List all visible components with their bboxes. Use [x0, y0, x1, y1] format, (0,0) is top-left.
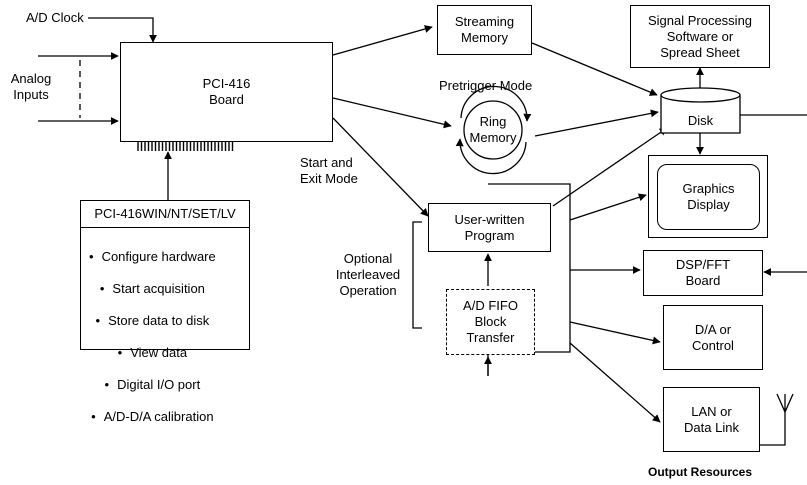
optional-operation-label: Optional Interleaved Operation	[335, 251, 401, 298]
lan-link-box: LAN or Data Link	[663, 387, 760, 452]
pci-board: PCI-416 Board	[120, 42, 333, 142]
signal-processing-box: Signal Processing Software or Spread She…	[630, 5, 770, 68]
optional-bracket	[412, 221, 422, 329]
software-divider	[81, 227, 249, 228]
graphics-display-frame: Graphics Display	[648, 155, 768, 238]
analog-inputs-label: Analog Inputs	[10, 71, 52, 102]
feature-item: View data	[89, 345, 216, 361]
ring-memory-circle	[463, 100, 523, 160]
ring-to-disk-arrow	[534, 109, 659, 137]
streaming-to-disk-arrow	[531, 42, 658, 96]
software-title: PCI-416WIN/NT/SET/LV	[94, 206, 236, 221]
graphics-display-screen: Graphics Display	[657, 164, 760, 230]
da-control-box: D/A or Control	[663, 305, 763, 370]
user-program-box: User-written Program	[428, 203, 551, 252]
program-to-disk-arrow	[552, 127, 668, 207]
frame-to-graphics-arrow	[569, 193, 647, 221]
disk-label: Disk	[687, 113, 714, 128]
pretrigger-mode-label: Pretrigger Mode	[439, 78, 533, 93]
software-box: PCI-416WIN/NT/SET/LV Configure hardware …	[80, 200, 250, 424]
ad-clock-arrow	[88, 17, 157, 43]
software-feature-list: Configure hardware Start acquisition Sto…	[89, 233, 216, 441]
frame-to-lan-arrow	[569, 342, 661, 423]
feature-item: Store data to disk	[89, 313, 216, 329]
board-to-streaming-arrow	[332, 25, 433, 56]
antenna-icon	[776, 393, 794, 414]
feature-item: Configure hardware	[89, 249, 216, 265]
output-resources-label: Output Resources	[648, 465, 753, 479]
streaming-memory-box: Streaming Memory	[437, 5, 532, 55]
ad-clock-label: A/D Clock	[26, 10, 84, 25]
feature-item: Digital I/O port	[89, 377, 216, 393]
fifo-transfer-box: A/D FIFO Block Transfer	[446, 289, 535, 355]
ring-memory-label: Ring Memory	[469, 114, 517, 145]
board-to-ring-arrow	[332, 97, 452, 129]
feature-item: Start acquisition	[89, 281, 216, 297]
board-connector-pins	[137, 142, 234, 151]
disk-cylinder	[660, 87, 741, 134]
ring-arrow-upper	[460, 85, 532, 122]
frame-to-da-arrow	[569, 321, 661, 345]
ring-arrow-lower	[455, 138, 527, 175]
dsp-fft-box: DSP/FFT Board	[643, 250, 763, 296]
board-to-program-arrow	[332, 117, 429, 217]
feature-item: A/D-D/A calibration	[89, 409, 216, 425]
start-exit-mode-label: Start and Exit Mode	[300, 155, 358, 186]
antenna-line	[760, 408, 786, 446]
